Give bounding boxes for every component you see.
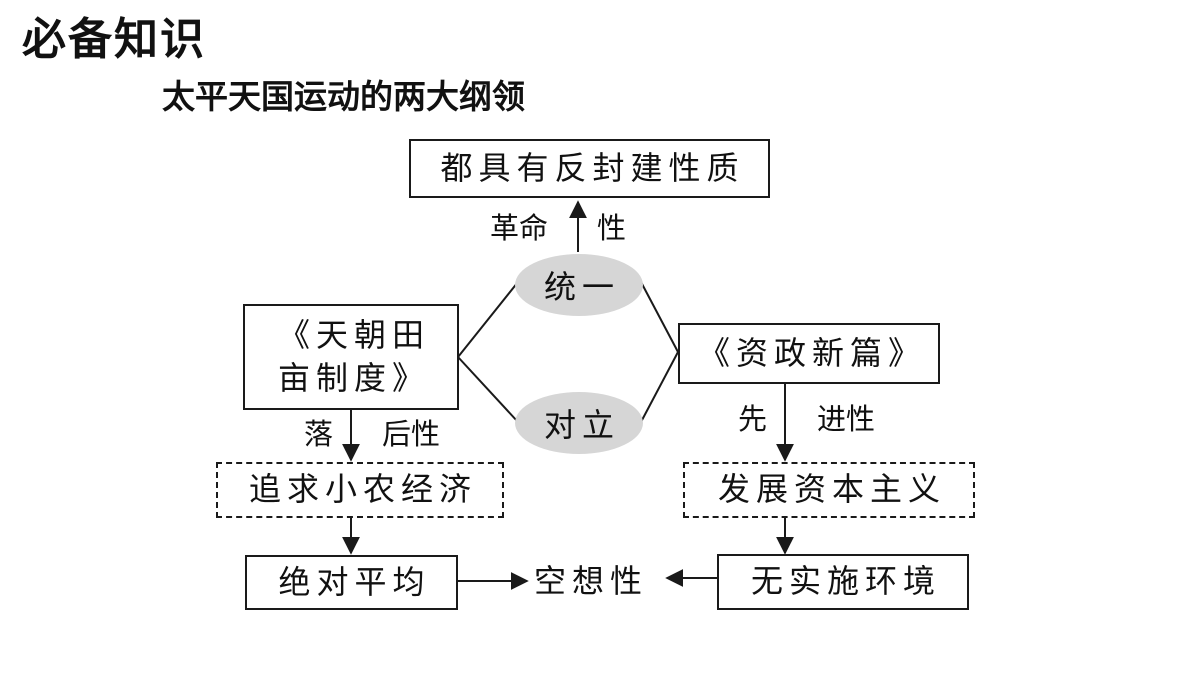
connector-unity-to-right [640, 281, 679, 353]
node-zizheng-xinpian: 《资政新篇》 [678, 323, 940, 384]
node-anti-feudal: 都具有反封建性质 [409, 139, 770, 198]
connector-left-to-opposition [457, 356, 519, 423]
ellipse-unity: 统一 [515, 254, 643, 316]
node-tianchao-line1: 《天朝田 [277, 315, 430, 354]
diagram-subtitle: 太平天国运动的两大纲领 [162, 77, 525, 116]
ellipse-opposition: 对立 [515, 392, 643, 454]
label-revolutionary-b: 性 [597, 211, 627, 245]
node-absolute-equality: 绝对平均 [245, 555, 458, 610]
page-title: 必备知识 [22, 14, 206, 65]
connector-opposition-to-right [640, 351, 679, 423]
node-tianchao-tianmu: 《天朝田 亩制度》 [243, 304, 459, 410]
label-advanced-a: 先 [738, 402, 768, 436]
label-revolutionary-a: 革命 [490, 211, 549, 245]
label-backward-b: 后性 [382, 417, 441, 451]
label-advanced-b: 进性 [817, 402, 876, 436]
connector-left-to-unity [457, 281, 519, 358]
label-backward-a: 落 [304, 417, 334, 451]
text-utopian: 空想性 [534, 562, 649, 600]
node-tianchao-line2: 亩制度》 [277, 359, 430, 397]
node-small-peasant-economy: 追求小农经济 [216, 462, 504, 518]
node-develop-capitalism: 发展资本主义 [683, 462, 975, 518]
node-no-implementation-env: 无实施环境 [717, 554, 969, 610]
